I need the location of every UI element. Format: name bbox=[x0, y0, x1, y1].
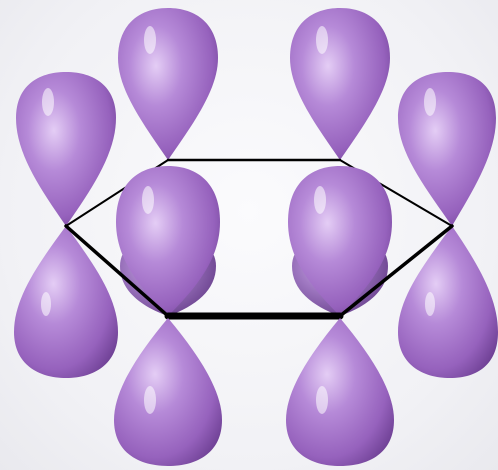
upper-lobes bbox=[16, 8, 496, 226]
inner-upper-lobes bbox=[116, 166, 392, 316]
orbital-lobe-bottom-left bbox=[114, 318, 222, 466]
orbital-lobe-lower-right bbox=[398, 226, 498, 378]
orbital-lobe-lower-left bbox=[14, 226, 118, 378]
orbital-lobe-bottom-right bbox=[286, 318, 394, 466]
orbital-lobe-upper-top-right bbox=[290, 8, 390, 160]
bottom-lobes bbox=[114, 318, 394, 466]
orbital-lobe-upper-top-left bbox=[118, 8, 218, 160]
